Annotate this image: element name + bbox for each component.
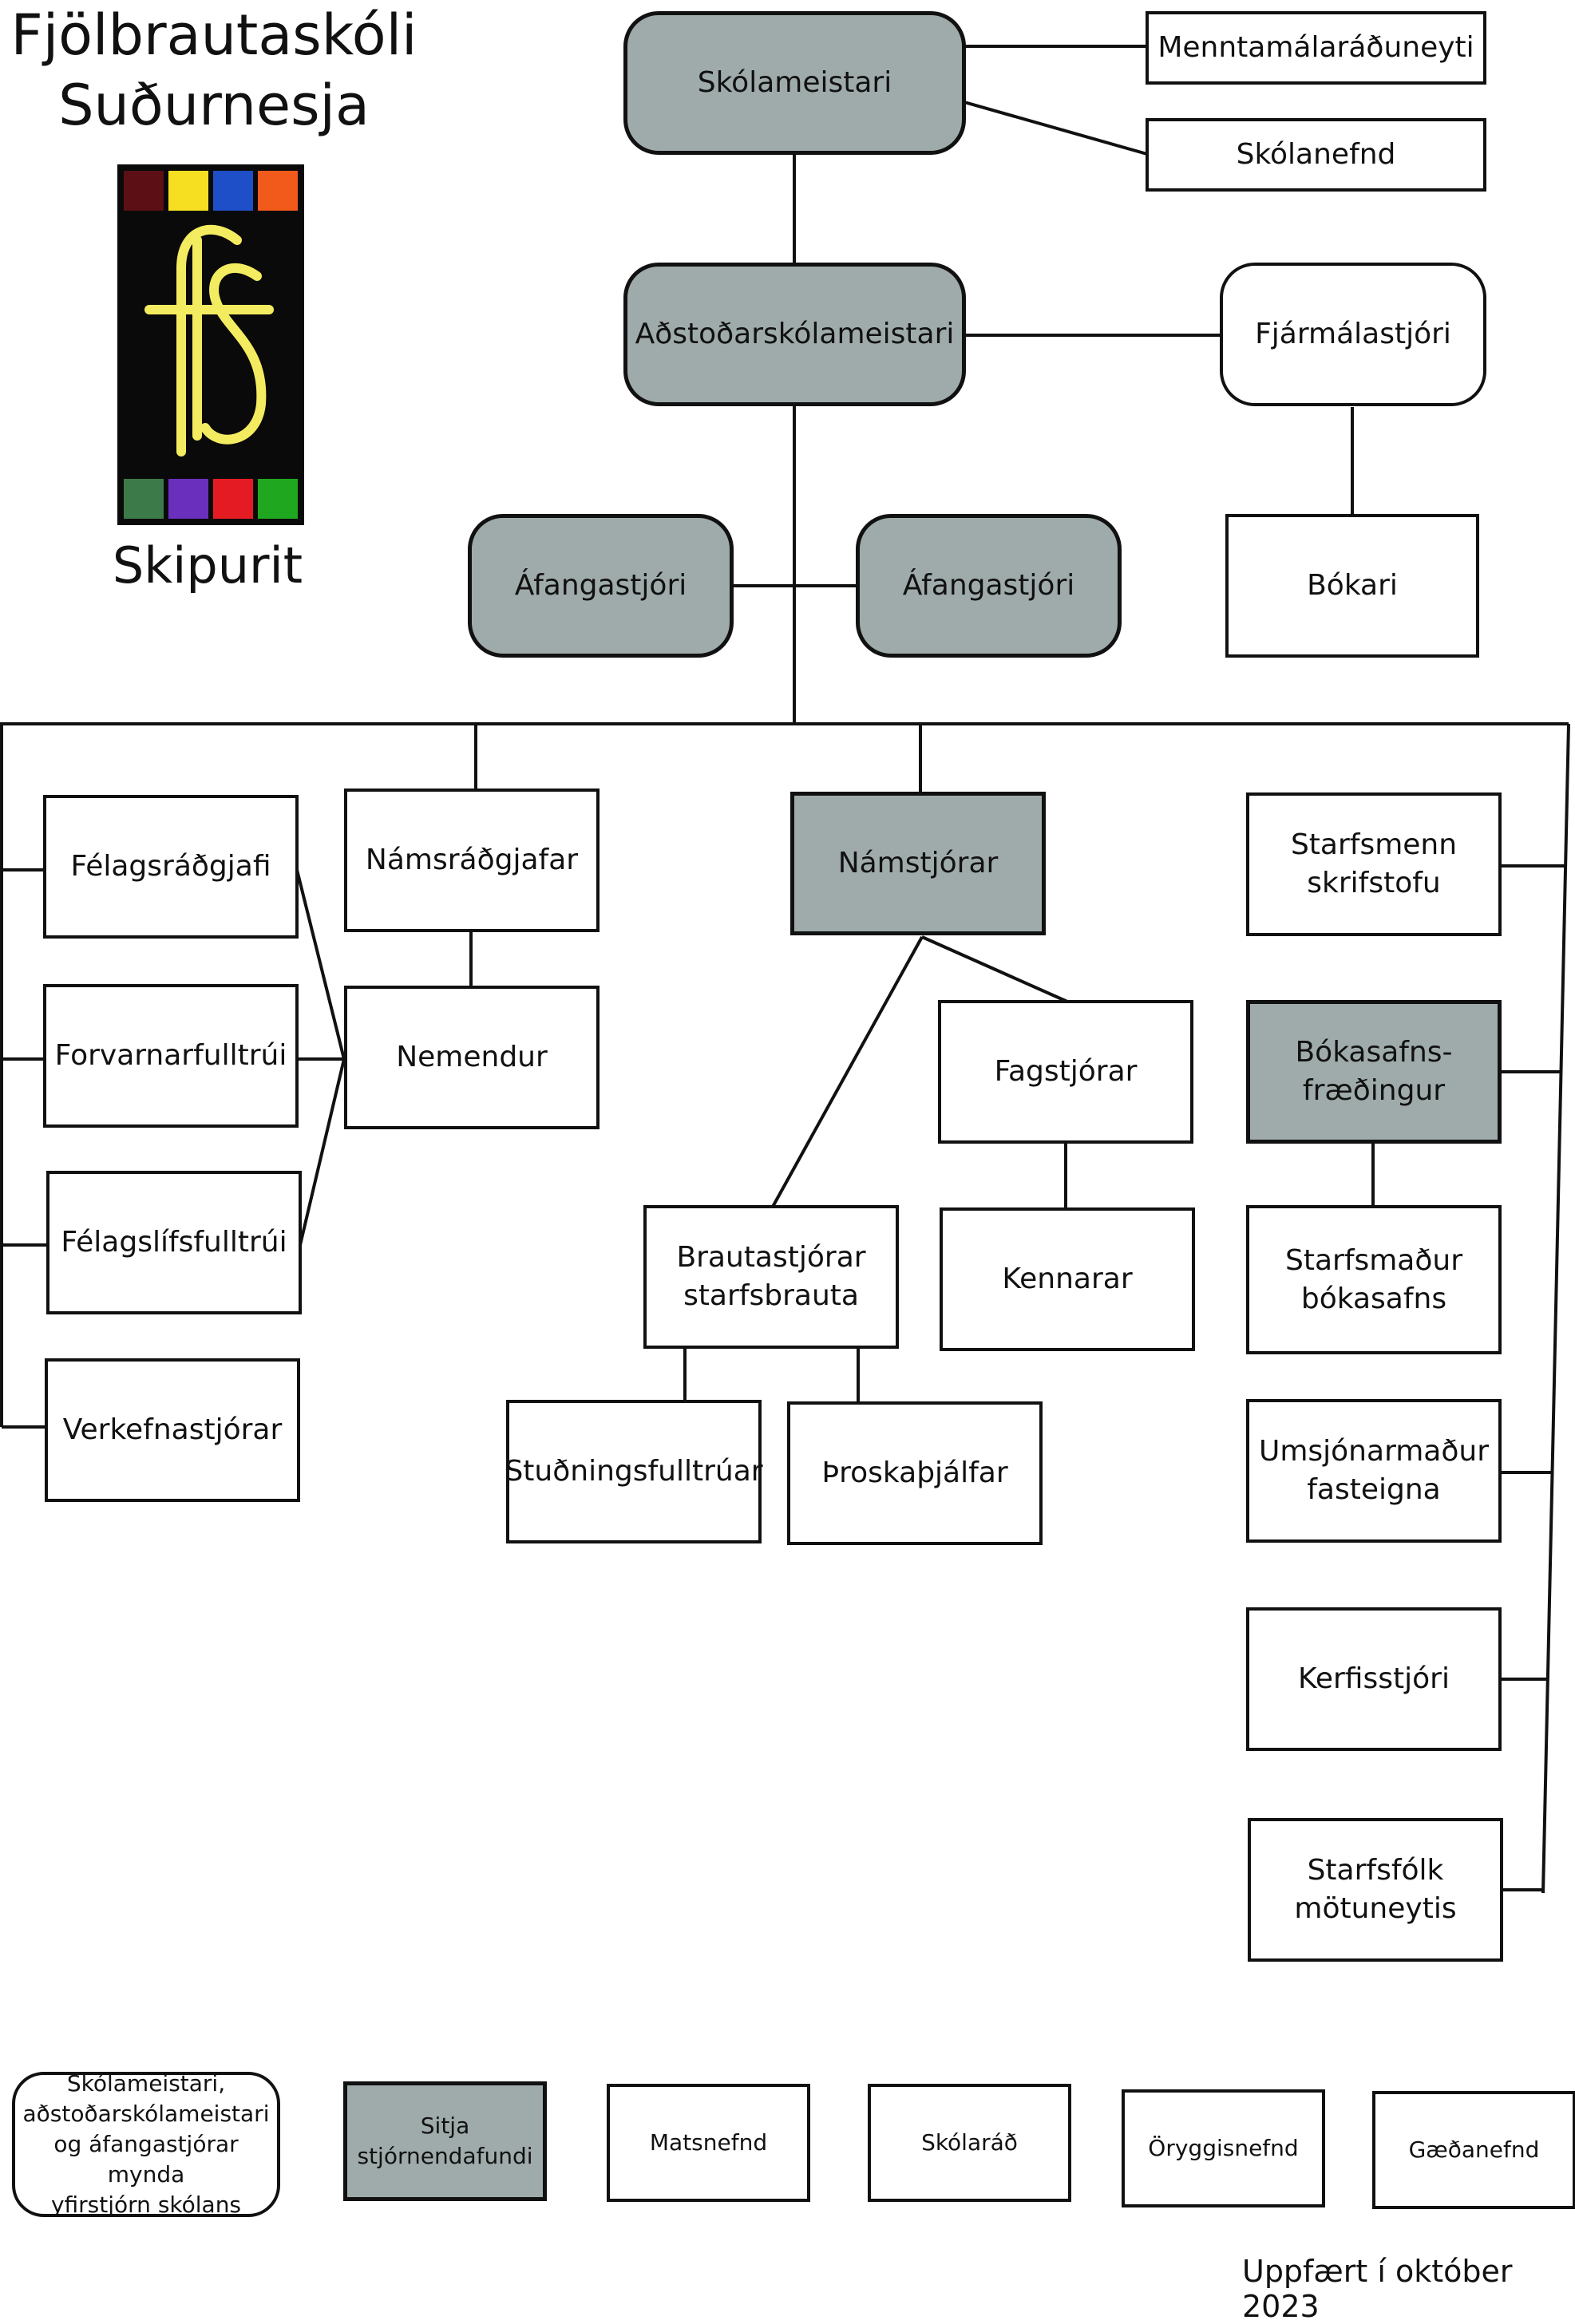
node-verkefnastjorar: Verkefnastjórar <box>45 1358 300 1502</box>
node-brautastjorar: Brautastjórar starfsbrauta <box>643 1205 899 1349</box>
node-studningsfulltruar: Stuðningsfulltrúar <box>505 1400 763 1543</box>
node-bokari: Bókari <box>1225 514 1479 658</box>
node-starfsmadur-bokasafns: Starfsmaður bókasafns <box>1246 1205 1502 1354</box>
node-umsjonarmadur-fasteigna: Umsjónarmaður fasteigna <box>1246 1399 1502 1543</box>
legend-yfirstjorn: Skólameistari, aðstoðarskólameistari og … <box>12 2070 280 2218</box>
node-adstodarskolameistari: Aðstoðarskólameistari <box>623 263 966 406</box>
node-starfsmenn-skrifstofu: Starfsmenn skrifstofu <box>1246 792 1502 936</box>
node-skolameistari: Skólameistari <box>623 11 966 155</box>
node-kennarar: Kennarar <box>940 1207 1195 1351</box>
node-felagslifsfulltrui: Félagslífsfulltrúi <box>46 1171 302 1314</box>
node-bokasafnsfraedingur: Bókasafns- fræðingur <box>1246 1000 1502 1144</box>
legend-gaedanefnd: Gæðanefnd <box>1372 2091 1575 2209</box>
node-fjarmalastjori: Fjármálastjóri <box>1220 263 1486 406</box>
node-namsradgjafar: Námsráðgjafar <box>344 788 600 932</box>
node-felagsradgjafi: Félagsráðgjafi <box>43 795 299 939</box>
node-nemendur: Nemendur <box>344 986 600 1129</box>
node-skolanefnd: Skólanefnd <box>1146 118 1486 192</box>
node-afangastjori-1: Áfangastjóri <box>468 514 734 658</box>
node-forvarnarfulltrui: Forvarnarfulltrúi <box>43 984 299 1128</box>
school-logo <box>117 164 304 525</box>
node-menntamalaraduneyti: Menntamálaráðuneyti <box>1146 11 1486 85</box>
legend-oryggisnefnd: Öryggisnefnd <box>1122 2089 1325 2207</box>
legend-skolarad: Skólaráð <box>868 2084 1071 2202</box>
node-afangastjori-2: Áfangastjóri <box>856 514 1122 658</box>
node-throskathjalfar: Þroskaþjálfar <box>787 1401 1043 1545</box>
updated-date: Uppfært í október 2023 <box>1242 2254 1513 2324</box>
chart-subtitle: Skipurit <box>112 536 303 595</box>
school-name: Fjölbrautaskóli Suðurnesja <box>10 2 417 138</box>
legend-sitja-stjornendafundi: Sitja stjórnendafundi <box>343 2081 547 2201</box>
node-starfsfolk-motuneytis: Starfsfólk mötuneytis <box>1248 1818 1503 1962</box>
legend-matsnefnd: Matsnefnd <box>607 2084 810 2202</box>
node-fagstjorar: Fagstjórar <box>938 1000 1193 1144</box>
node-namstjorar: Námstjórar <box>790 792 1046 935</box>
node-kerfisstjori: Kerfisstjóri <box>1246 1607 1502 1751</box>
